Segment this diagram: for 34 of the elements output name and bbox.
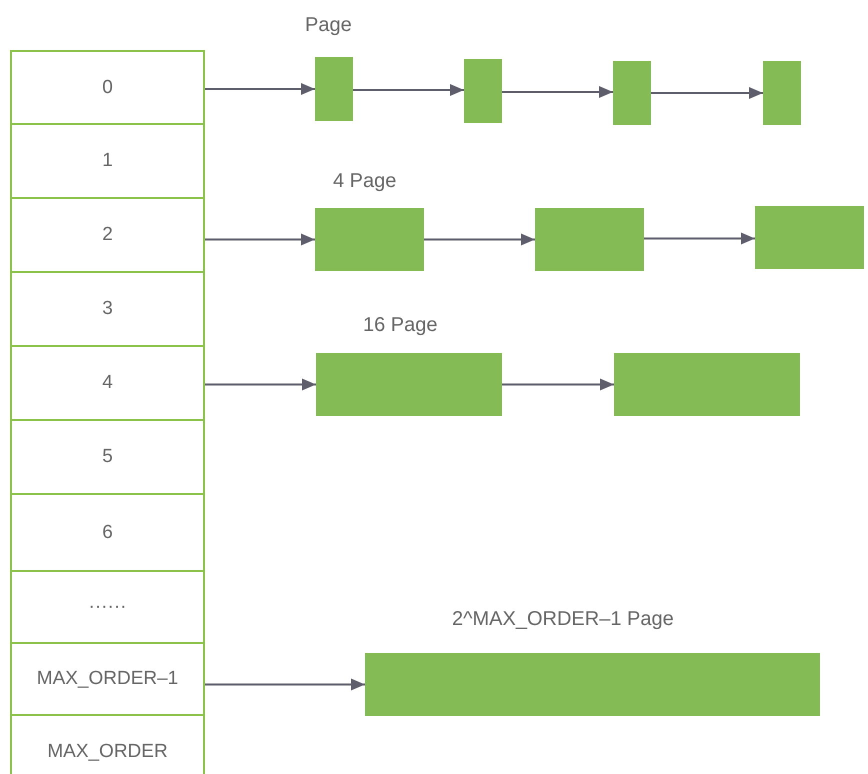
- order-cell: 0: [10, 50, 205, 125]
- page-block: [464, 59, 502, 123]
- order-cell: 2: [10, 197, 205, 273]
- page-block: [365, 653, 820, 716]
- block-size-label: Page: [305, 14, 352, 37]
- order-cell: MAX_ORDER–1: [10, 642, 205, 716]
- arrow: [502, 378, 614, 390]
- page-block: [316, 353, 502, 416]
- arrow: [205, 83, 315, 95]
- arrow: [502, 86, 613, 98]
- order-cell: ······: [10, 570, 205, 644]
- order-cell: 5: [10, 419, 205, 495]
- page-block: [315, 57, 353, 121]
- page-block: [535, 208, 644, 271]
- order-cell: MAX_ORDER: [10, 714, 205, 774]
- order-cell: 6: [10, 493, 205, 572]
- block-size-label: 4 Page: [333, 170, 396, 193]
- arrow: [205, 678, 365, 690]
- block-size-label: 16 Page: [363, 314, 438, 337]
- arrow: [353, 84, 464, 96]
- arrow: [651, 87, 763, 99]
- page-block: [755, 206, 864, 269]
- arrow: [424, 234, 535, 246]
- page-block: [614, 353, 800, 416]
- block-size-label: 2^MAX_ORDER–1 Page: [452, 608, 674, 631]
- order-cell: 1: [10, 123, 205, 199]
- page-block: [763, 61, 801, 125]
- order-cell: 3: [10, 271, 205, 347]
- arrow: [644, 232, 755, 244]
- page-block: [315, 208, 424, 271]
- arrow: [205, 234, 315, 246]
- arrow: [205, 378, 316, 390]
- order-cell: 4: [10, 345, 205, 421]
- page-block: [613, 61, 651, 125]
